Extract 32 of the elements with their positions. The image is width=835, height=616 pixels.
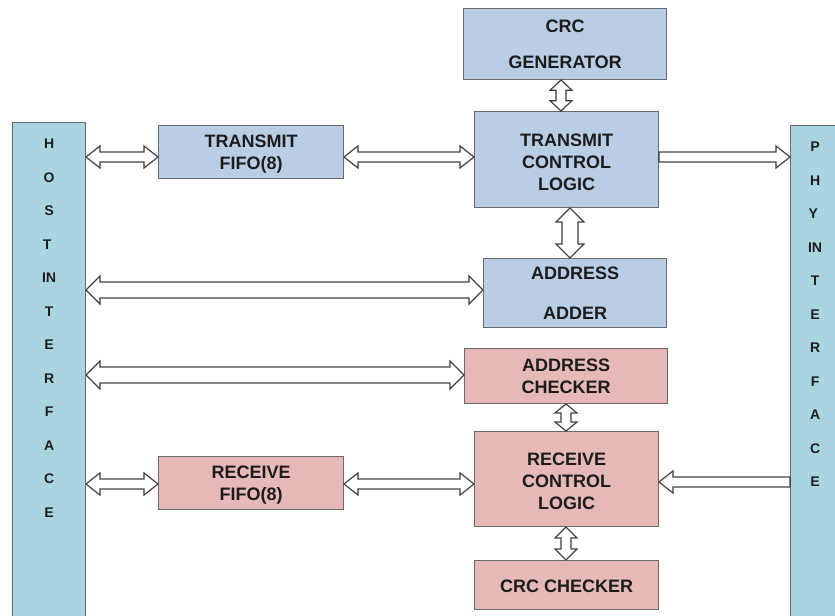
double-arrow (658, 144, 792, 170)
block-box (474, 431, 659, 527)
block-label: TRANSMIT FIFO(8) (204, 130, 298, 174)
double-arrow (342, 144, 476, 170)
interface-bar (12, 122, 86, 616)
vertical-label: PHY INTERFACE (808, 137, 822, 491)
block-box (464, 348, 668, 404)
double-arrow (84, 144, 160, 170)
double-arrow (342, 472, 476, 496)
block-box (158, 125, 344, 179)
double-arrow (85, 274, 484, 306)
block-label: CRC GENERATOR (507, 15, 623, 74)
double-arrow (554, 207, 586, 259)
double-arrow (553, 403, 579, 432)
block-label: CRC CHECKER (498, 575, 634, 597)
block-box (474, 560, 659, 610)
block-box (474, 111, 659, 208)
double-arrow (85, 359, 465, 391)
interface-bar (790, 125, 835, 616)
block-box (463, 8, 667, 80)
block-label: ADDRESS ADDER (530, 262, 620, 325)
block-box (483, 258, 667, 328)
block-label: TRANSMIT CONTROL LOGIC (519, 128, 614, 194)
block-label: RECEIVE FIFO(8) (210, 461, 292, 505)
block-box (158, 456, 344, 510)
block-label: RECEIVE CONTROL LOGIC (521, 448, 612, 514)
block-label: ADDRESS CHECKER (520, 354, 612, 398)
double-arrow (548, 79, 574, 112)
double-arrow (84, 472, 160, 496)
double-arrow (658, 470, 791, 494)
vertical-label: HOST INTERFACE (42, 134, 56, 522)
double-arrow (553, 526, 579, 561)
